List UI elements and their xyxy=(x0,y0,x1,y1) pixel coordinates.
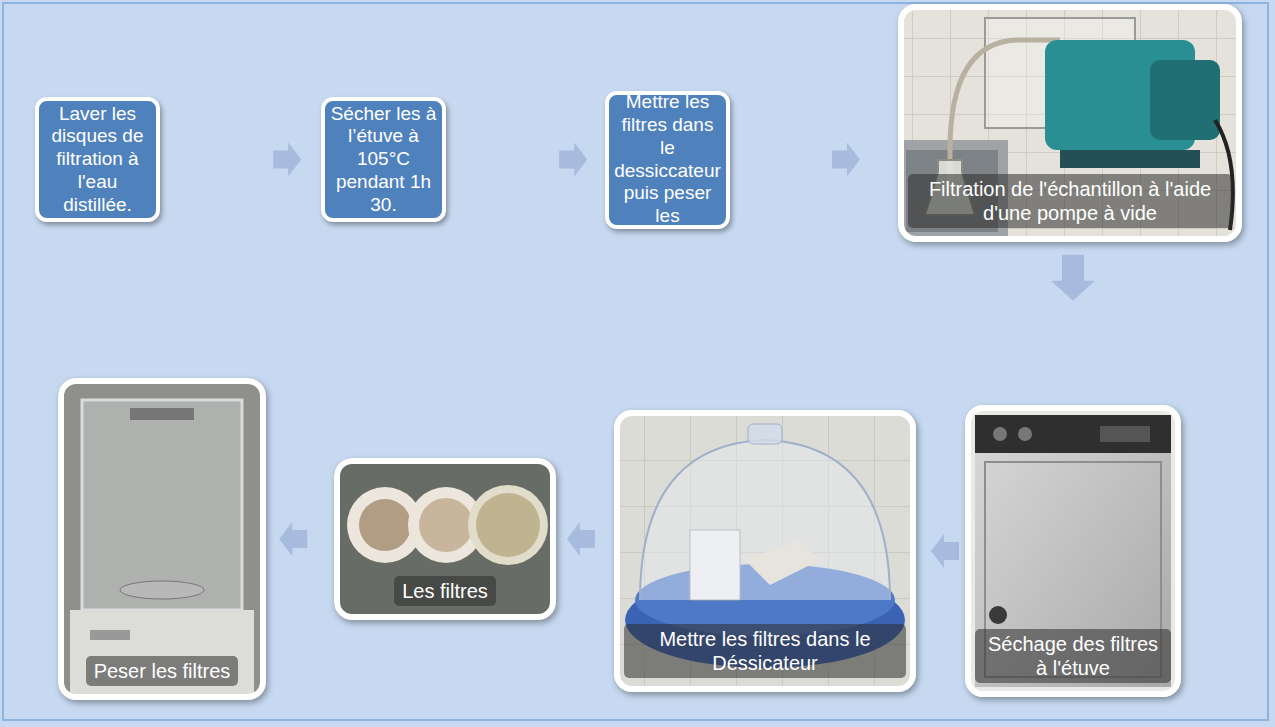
glass-chamber xyxy=(82,400,242,610)
process-box: Mettre les filtres dans le dessiccateur … xyxy=(605,91,730,229)
balance-base xyxy=(70,610,254,700)
photo-step: Les filtres xyxy=(334,458,556,620)
step-label: Laver les disques de filtration à l'eau … xyxy=(43,103,152,217)
oven-knob xyxy=(993,427,1007,441)
wall xyxy=(58,378,266,700)
table xyxy=(334,458,556,620)
oven-panel xyxy=(975,415,1171,453)
balance-label xyxy=(130,408,194,420)
wall xyxy=(965,405,1181,697)
block-arrow xyxy=(1051,255,1095,301)
desiccator-photo xyxy=(614,410,916,692)
step-label: Mettre les filtres dans le Déssicateur xyxy=(624,624,906,678)
block-arrow xyxy=(273,143,301,177)
block-arrow xyxy=(832,143,860,177)
vacuum-tube xyxy=(950,40,1060,190)
door-handle xyxy=(989,606,1007,624)
pump-motor xyxy=(1150,60,1220,140)
tile-wall xyxy=(614,410,916,692)
step-label: Les filtres xyxy=(394,576,496,606)
filters-photo xyxy=(334,458,556,620)
filter-residue xyxy=(419,498,473,552)
pump-base xyxy=(1060,150,1200,168)
block-arrow xyxy=(559,143,587,177)
filter-disc xyxy=(468,485,548,565)
block-arrow xyxy=(931,534,959,568)
vacuum-pump-photo xyxy=(898,4,1242,242)
process-box: Sécher les à l’étuve à 105°C pendant 1h … xyxy=(321,97,446,222)
oven-photo xyxy=(965,405,1181,697)
step-label: Peser les filtres xyxy=(86,656,239,686)
filter-residue xyxy=(476,493,540,557)
weighing-pan xyxy=(120,581,204,599)
tile-wall xyxy=(898,4,1242,242)
filter-residue xyxy=(359,499,411,551)
step-label: Mettre les filtres dans le dessiccateur … xyxy=(613,91,722,228)
desiccator-dome xyxy=(640,440,890,600)
balance-photo xyxy=(58,378,266,700)
process-box: Laver les disques de filtration à l'eau … xyxy=(35,97,160,222)
step-label: Sécher les à l’étuve à 105°C pendant 1h … xyxy=(329,103,438,217)
oven-display xyxy=(1100,426,1150,442)
photo-step: Mettre les filtres dans le Déssicateur xyxy=(614,410,916,692)
dome-knob xyxy=(748,424,782,444)
photo-step: Séchage des filtres à l'étuve xyxy=(965,405,1181,697)
block-arrow xyxy=(279,522,307,556)
balance-keys xyxy=(90,630,130,640)
photo-step: Filtration de l'échantillon à l'aide d'u… xyxy=(898,4,1242,242)
step-label: Filtration de l'échantillon à l'aide d'u… xyxy=(908,174,1232,228)
block-arrow xyxy=(567,522,595,556)
oven-knob xyxy=(1018,427,1032,441)
step-label: Séchage des filtres à l'étuve xyxy=(975,629,1171,683)
photo-step: Peser les filtres xyxy=(58,378,266,700)
oven-body xyxy=(975,415,1171,687)
